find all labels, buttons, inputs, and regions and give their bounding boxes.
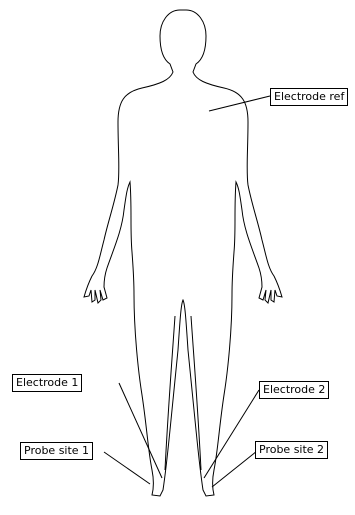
electrode-1-leader xyxy=(119,383,162,478)
electrode-ref-label: Electrode ref xyxy=(270,88,348,106)
electrode-2-label: Electrode 2 xyxy=(259,381,329,399)
electrode-2-leader xyxy=(204,390,259,478)
body-outline xyxy=(84,10,282,496)
electrode-1-label: Electrode 1 xyxy=(12,374,82,392)
probe-site-2-label: Probe site 2 xyxy=(255,441,328,459)
probe-site-2-leader xyxy=(212,451,257,487)
probe-site-1-label: Probe site 1 xyxy=(20,442,93,460)
electrode-ref-leader xyxy=(209,96,270,111)
probe-site-1-leader xyxy=(104,452,150,484)
